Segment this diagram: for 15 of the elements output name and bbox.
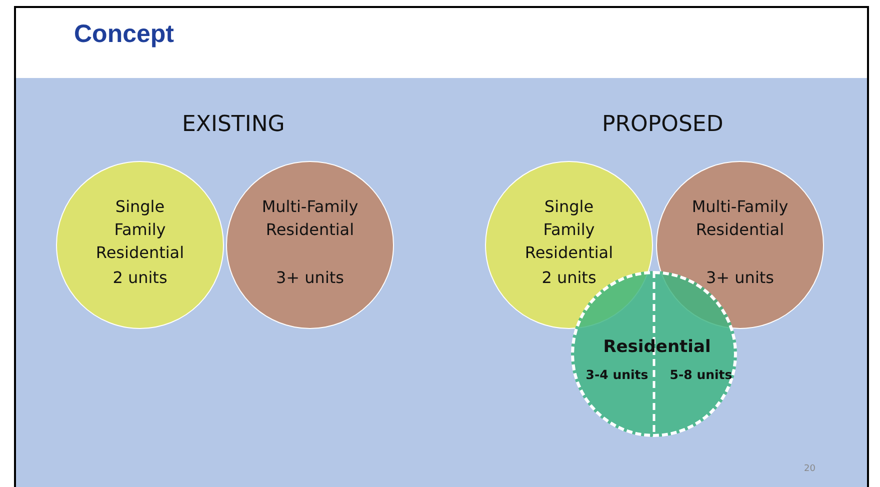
- circle-label: Single Family Residential: [524, 196, 614, 264]
- slide-title: Concept: [74, 20, 174, 49]
- circle-label: Multi-Family Residential: [690, 196, 790, 241]
- circle-label: Single Family Residential: [94, 196, 186, 264]
- circle-label: Residential: [602, 337, 712, 357]
- unit-count: 3+ units: [704, 267, 775, 289]
- unit-range: 5-8 units: [668, 367, 734, 382]
- circle-label: Multi-Family Residential: [260, 196, 360, 241]
- unit-count: 2 units: [540, 267, 598, 289]
- unit-range: 3-4 units: [584, 367, 650, 382]
- section-heading: EXISTING: [182, 112, 285, 137]
- unit-count: 2 units: [112, 267, 168, 289]
- page-number: 20: [804, 464, 816, 474]
- unit-count: 3+ units: [274, 267, 345, 289]
- section-heading: PROPOSED: [602, 112, 724, 137]
